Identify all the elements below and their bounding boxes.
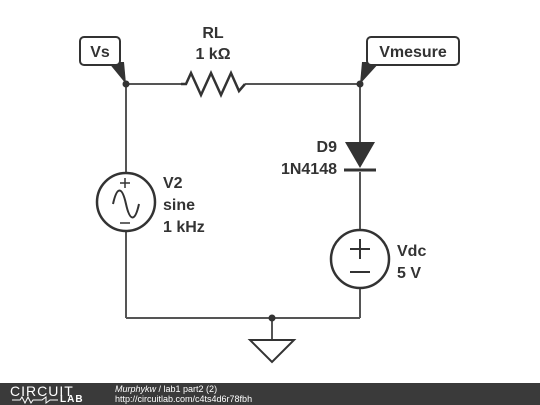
sine-wave-icon [112,189,140,219]
ac-source-type: sine [163,197,195,214]
ac-source-name: V2 [163,175,183,192]
author-link[interactable]: Murphykw [115,384,157,394]
node-tag-vs-box [79,36,121,66]
node-tag-vmesure-pointer [360,62,380,84]
resistor-value: 1 kΩ [195,46,230,63]
diode-part: 1N4148 [281,161,337,178]
circuit-schematic: RL 1 kΩ D9 1N4148 V2 sine 1 kHz Vdc 5 V … [79,25,460,364]
circuit-url[interactable]: http://circuitlab.com/c4ts4d6r78fbh [115,394,253,404]
node-tag-vs-pointer [108,62,126,84]
ac-source-freq: 1 kHz [163,219,205,236]
node-label-vmesure: Vmesure [379,44,447,61]
circuitlab-logo: CIRCUIT LAB [10,383,100,405]
footer-bar: CIRCUIT LAB Murphykw / lab1 part2 (2) ht… [0,383,540,405]
resistor-name: RL [202,25,224,42]
diode-name: D9 [317,139,338,156]
node-tag-vmesure-box [366,36,460,66]
dc-source-name: Vdc [397,243,426,260]
logo-text-circuit: CIRCUIT [10,383,74,399]
diode-d9-triangle [345,142,375,168]
node-tag-vmesure: Vmesure [360,36,460,84]
node-tag-vs: Vs [79,36,126,84]
node-label-vs: Vs [90,44,110,61]
dc-source-value: 5 V [397,265,421,282]
logo-text-lab: LAB [60,394,84,405]
wires [125,83,361,340]
credit-separator: / [156,384,164,394]
junction-dot-ground [268,314,276,322]
logo-zigzag-icon [12,396,58,404]
credit-line: Murphykw / lab1 part2 (2) [115,384,217,394]
resistor-rl-symbol [181,69,246,99]
ground-icon [247,339,297,364]
circuit-title[interactable]: lab1 part2 (2) [163,384,218,394]
